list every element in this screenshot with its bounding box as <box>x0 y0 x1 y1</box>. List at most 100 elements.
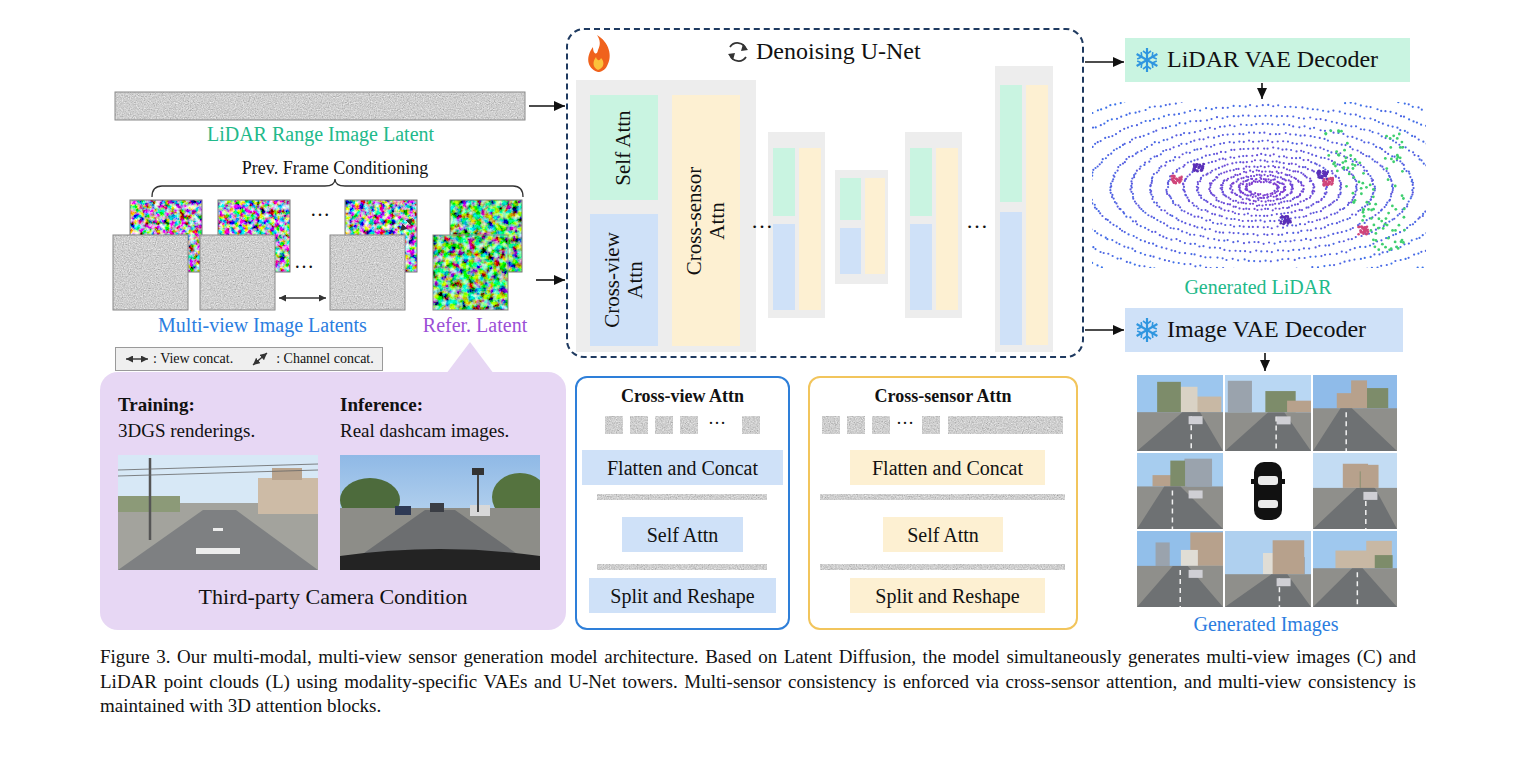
illustration-circle <box>1286 156 1288 158</box>
illustration-circle <box>1174 204 1176 206</box>
illustration-circle <box>1359 246 1361 248</box>
illustration-circle <box>1361 182 1364 185</box>
illustration-circle <box>1286 200 1288 202</box>
illustration-circle <box>1323 183 1326 186</box>
illustration-circle <box>1133 235 1135 237</box>
illustration-circle <box>1184 112 1186 114</box>
illustration-circle <box>1103 252 1105 254</box>
illustration-circle <box>1129 141 1131 143</box>
illustration-path <box>594 57 604 70</box>
illustration-circle <box>1238 219 1240 221</box>
illustration-circle <box>1232 232 1234 234</box>
illustration-rect <box>1351 380 1367 408</box>
illustration-circle <box>1105 237 1107 239</box>
illustration-circle <box>1363 166 1365 168</box>
illustration-circle <box>1165 247 1167 249</box>
illustration-circle <box>1227 107 1229 109</box>
illustration-circle <box>1220 208 1222 210</box>
illustration-circle <box>1253 132 1255 134</box>
illustration-circle <box>1380 220 1383 223</box>
illustration-circle <box>1294 259 1296 261</box>
illustration-circle <box>1302 185 1304 187</box>
illustration-circle <box>1374 232 1377 235</box>
illustration-circle <box>1280 201 1282 203</box>
illustration-circle <box>1354 191 1356 193</box>
illustration-circle <box>1426 143 1427 145</box>
illustration-circle <box>1363 215 1366 218</box>
illustration-circle <box>1246 233 1248 235</box>
illustration-rect <box>1189 570 1203 578</box>
illustration-circle <box>1261 204 1263 206</box>
illustration-circle <box>1283 167 1285 169</box>
illustration-circle <box>1259 197 1261 199</box>
illustration-circle <box>1345 230 1347 232</box>
illustration-circle <box>1158 169 1160 171</box>
illustration-circle <box>1344 144 1346 146</box>
illustration-g <box>1137 531 1223 607</box>
illustration-circle <box>1166 225 1168 227</box>
illustration-circle <box>1286 115 1288 117</box>
illustration-circle <box>1194 265 1196 267</box>
illustration-circle <box>1341 231 1343 233</box>
illustration-circle <box>1214 246 1216 248</box>
illustration-circle <box>1395 112 1397 114</box>
illustration-circle <box>1248 241 1250 243</box>
illustration-circle <box>1204 228 1206 230</box>
illustration-circle <box>1324 206 1326 208</box>
illustration-circle <box>1358 161 1361 164</box>
illustration-circle <box>1343 261 1345 263</box>
illustration-circle <box>1211 213 1213 215</box>
illustration-circle <box>1353 258 1355 260</box>
illustration-circle <box>1153 118 1155 120</box>
illustration-circle <box>1319 165 1321 167</box>
illustration-circle <box>1094 167 1096 169</box>
illustration-circle <box>1096 232 1098 234</box>
illustration-circle <box>1173 177 1176 180</box>
illustration-circle <box>1255 214 1257 216</box>
illustration-circle <box>1305 207 1307 209</box>
illustration-rect <box>1170 461 1185 487</box>
illustration-circle <box>1279 161 1281 163</box>
illustration-circle <box>1263 226 1265 228</box>
illustration-rect <box>1366 541 1392 568</box>
illustration-circle <box>1330 213 1332 215</box>
illustration-circle <box>1189 224 1191 226</box>
illustration-circle <box>1302 159 1304 161</box>
illustration-circle <box>1193 149 1195 151</box>
illustration-circle <box>1325 188 1327 190</box>
illustration-circle <box>1163 139 1165 141</box>
illustration-circle <box>1131 177 1133 179</box>
illustration-circle <box>1156 204 1158 206</box>
illustration-circle <box>1328 244 1330 246</box>
illustration-path <box>340 549 540 570</box>
illustration-circle <box>1217 223 1219 225</box>
illustration-circle <box>1226 170 1228 172</box>
illustration-circle <box>1243 171 1245 173</box>
illustration-circle <box>1271 251 1273 253</box>
illustration-circle <box>1216 116 1218 118</box>
illustration-g <box>1092 102 1426 268</box>
illustration-circle <box>1112 178 1114 180</box>
illustration-circle <box>1239 148 1241 150</box>
illustration-circle <box>1253 208 1255 210</box>
illustration-circle <box>1299 223 1301 225</box>
illustration-rect <box>865 178 885 274</box>
illustration-circle <box>1390 158 1393 161</box>
illustration-path <box>1137 566 1223 607</box>
illustration-circle <box>1150 184 1152 186</box>
illustration-rect <box>1000 212 1022 345</box>
illustration-circle <box>1140 225 1142 227</box>
illustration-circle <box>1351 136 1353 138</box>
illustration-circle <box>1356 138 1358 140</box>
illustration-circle <box>1189 174 1191 176</box>
illustration-circle <box>1269 171 1271 173</box>
illustration-circle <box>1162 150 1164 152</box>
illustration-circle <box>1281 149 1283 151</box>
illustration-circle <box>1178 145 1180 147</box>
illustration-circle <box>1110 183 1112 185</box>
illustration-circle <box>1309 197 1311 199</box>
illustration-circle <box>1267 123 1269 125</box>
illustration-circle <box>1260 250 1262 252</box>
illustration-circle <box>1324 171 1327 174</box>
illustration-circle <box>1294 170 1296 172</box>
